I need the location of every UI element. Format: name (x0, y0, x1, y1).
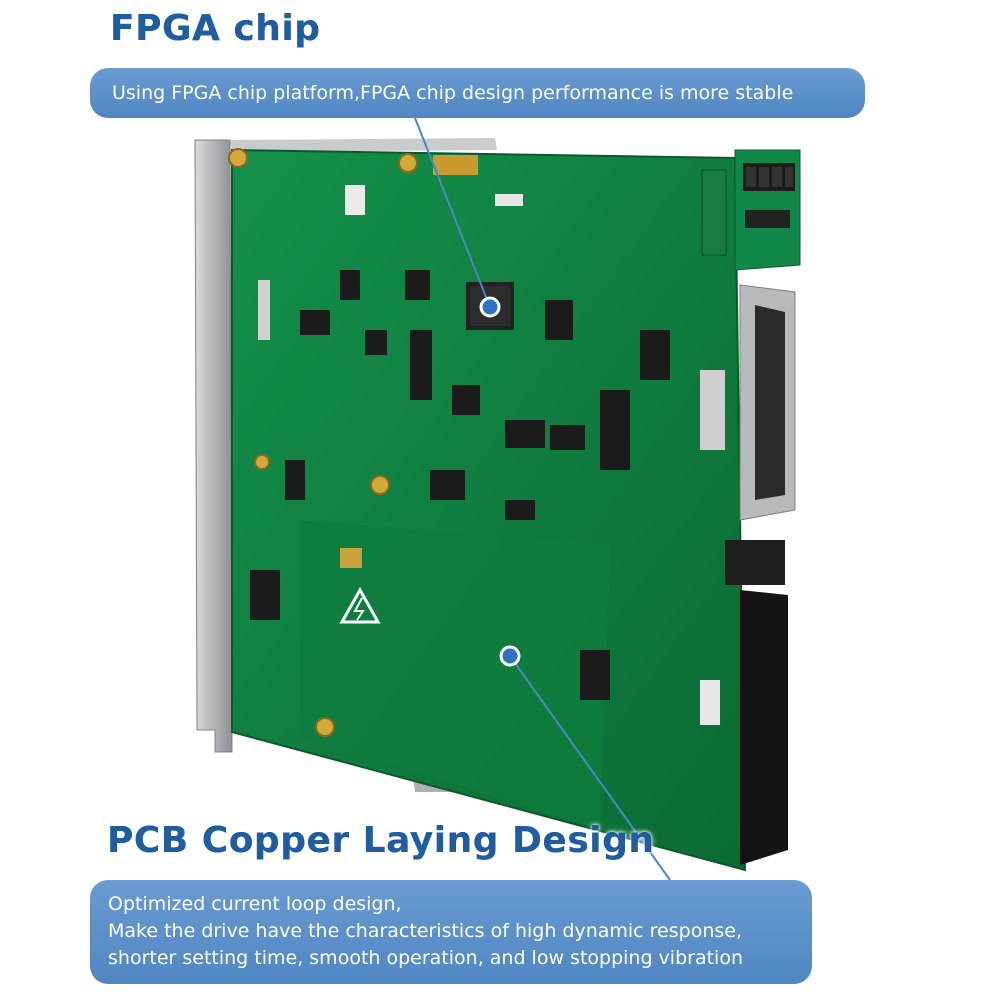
display-daughterboard (701, 149, 801, 271)
components (250, 155, 725, 725)
terminal-block (725, 540, 788, 865)
pcb-copper-heading: PCB Copper Laying Design (107, 820, 655, 861)
fpga-chip-heading: FPGA chip (110, 8, 321, 49)
pcb-callout-box: Optimized current loop design, Make the … (90, 880, 812, 984)
pcb-callout-line-3: shorter setting time, smooth operation, … (108, 947, 743, 969)
db-connector (739, 284, 796, 521)
pointer-dot-icon (479, 296, 521, 667)
fpga-callout-text: Using FPGA chip platform,FPGA chip desig… (112, 82, 794, 104)
pointer-lines (414, 117, 671, 881)
pcb-board (231, 148, 747, 872)
pcb-callout-line-1: Optimized current loop design, (108, 893, 402, 915)
mounting-screws (228, 148, 418, 737)
hazard-warning-icon (339, 586, 381, 624)
pcb-callout-line-2: Make the drive have the characteristics … (108, 920, 743, 942)
fpga-callout-box: Using FPGA chip platform,FPGA chip desig… (90, 68, 865, 118)
